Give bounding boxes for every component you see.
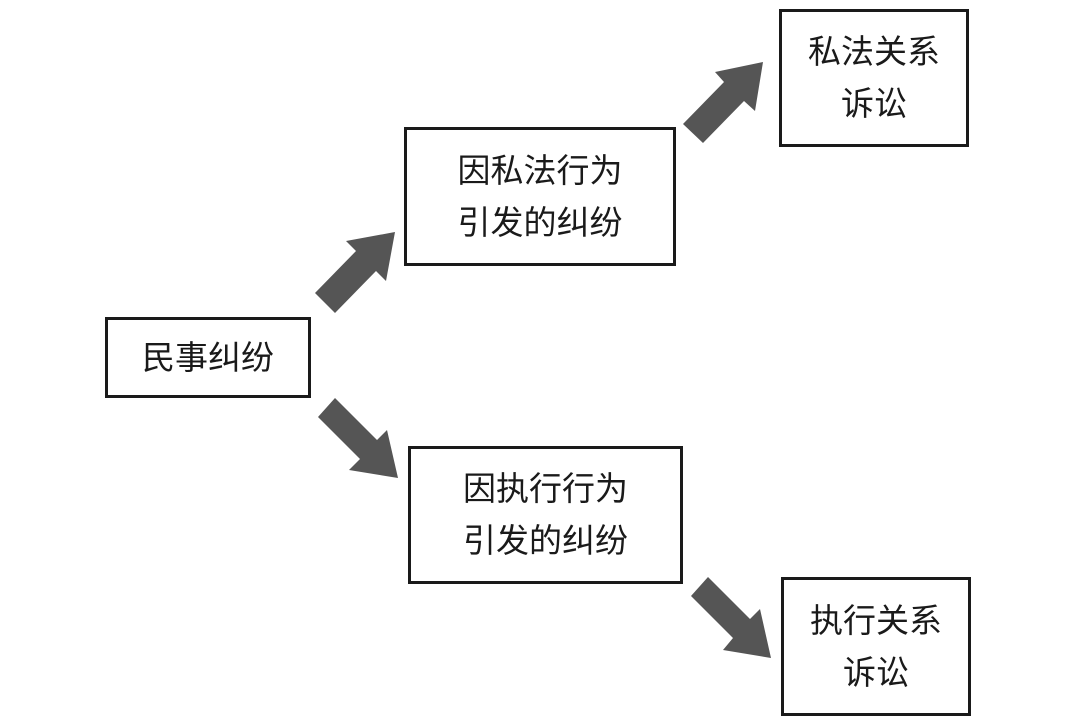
node-civil-dispute: 民事纠纷 — [105, 317, 311, 398]
arrow-root-to-private-dispute — [315, 232, 395, 313]
node-execution-litigation: 执行关系 诉讼 — [781, 577, 971, 716]
node-private-act-dispute: 因私法行为 引发的纠纷 — [404, 127, 676, 266]
node-execution-act-dispute-line-2: 引发的纠纷 — [463, 521, 628, 560]
arrow-execution-dispute-to-execution-litigation — [691, 577, 771, 658]
node-execution-act-dispute-line-1: 因执行行为 — [463, 469, 628, 508]
arrow-private-dispute-to-private-litigation — [683, 62, 763, 143]
node-civil-dispute-label: 民事纠纷 — [142, 337, 274, 377]
node-private-act-dispute-line-1: 因私法行为 — [457, 150, 623, 190]
node-private-law-litigation-line-1: 私法关系 — [808, 32, 940, 71]
arrow-root-to-execution-dispute — [318, 398, 398, 478]
node-execution-act-dispute: 因执行行为 引发的纠纷 — [408, 446, 683, 584]
node-private-law-litigation-line-2: 诉讼 — [841, 84, 907, 123]
node-private-act-dispute-line-2: 引发的纠纷 — [457, 202, 623, 242]
node-private-law-litigation: 私法关系 诉讼 — [779, 9, 969, 147]
node-execution-litigation-line-2: 诉讼 — [843, 652, 909, 692]
node-execution-litigation-line-1: 执行关系 — [810, 600, 942, 640]
